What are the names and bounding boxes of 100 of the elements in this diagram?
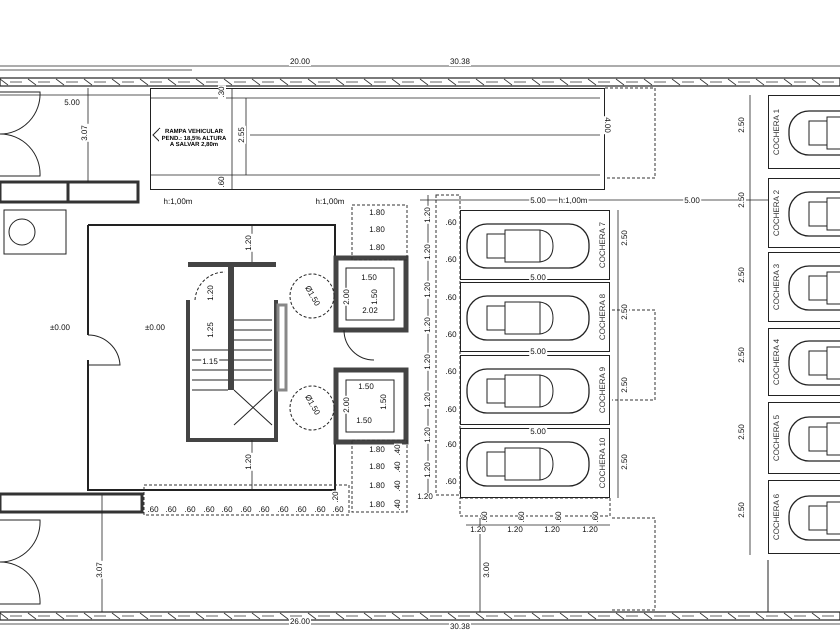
dimension-label: 1.50 xyxy=(360,274,378,282)
stall-label: COCHERA 9 xyxy=(598,366,607,414)
dimension-label: .60 xyxy=(146,506,160,514)
dimension-label: .60 xyxy=(183,506,197,514)
dimension-label: 1.20 xyxy=(245,234,253,252)
dimension-label: .40 xyxy=(394,460,402,474)
dimension-label: .60 xyxy=(218,175,226,189)
dimension-label: h:1,00m xyxy=(314,198,346,206)
dimension-label: 1.15 xyxy=(201,358,219,366)
dimension-label: 1.80 xyxy=(368,463,386,471)
dimension-label: ±0.00 xyxy=(144,324,166,332)
dimension-label: 5.00 xyxy=(529,274,547,282)
dimension-label: .60 xyxy=(444,478,458,486)
dimension-label: .60 xyxy=(444,368,458,376)
dimension-label: 5.00 xyxy=(529,428,547,436)
dimension-label: 1.20 xyxy=(424,426,432,444)
dimension-label: 2.50 xyxy=(738,501,746,519)
dimension-label: 2.50 xyxy=(621,453,629,471)
dimension-label: h:1,00m xyxy=(558,197,588,205)
stall-label: COCHERA 5 xyxy=(772,414,781,462)
dimension-label: 2.50 xyxy=(738,423,746,441)
dimension-label: .60 xyxy=(164,506,178,514)
dimension-label: 5.00 xyxy=(529,197,547,205)
dimension-label: 1.50 xyxy=(357,383,375,391)
parking-stall xyxy=(768,328,840,396)
dimension-label: 2.00 xyxy=(343,396,351,414)
dimension-label: 2.50 xyxy=(621,229,629,247)
dimension-label: 2.50 xyxy=(738,116,746,134)
dimension-label: 1.20 xyxy=(416,493,434,501)
dimension-label: .40 xyxy=(394,498,402,512)
dimension-label: 1.20 xyxy=(543,526,561,534)
parking-stall xyxy=(460,210,610,280)
dimension-label: .60 xyxy=(220,506,234,514)
stall-label: COCHERA 3 xyxy=(772,264,781,310)
dimension-label: 3.07 xyxy=(96,561,104,579)
dimension-label: 5.00 xyxy=(529,348,547,356)
dimension-label: 1.80 xyxy=(368,209,386,217)
dimension-label: 1.20 xyxy=(424,281,432,299)
parking-stall xyxy=(768,178,840,248)
parking-stall xyxy=(768,480,840,554)
parking-stall xyxy=(460,355,610,425)
parking-stall xyxy=(768,95,840,169)
dimension-label: 2.02 xyxy=(361,307,379,315)
dimension-label: .60 xyxy=(294,506,308,514)
dimension-label: .60 xyxy=(481,510,489,524)
dimension-label: 1.80 xyxy=(368,482,386,490)
parking-stall xyxy=(460,428,610,498)
dimension-label: 1.80 xyxy=(368,226,386,234)
dimension-label: .60 xyxy=(444,331,458,339)
stall-label: COCHERA 6 xyxy=(772,494,781,540)
dimension-label: 2.50 xyxy=(738,346,746,364)
dimension-label: 26.00 xyxy=(288,618,312,626)
dimension-label: ±0.00 xyxy=(49,324,71,332)
parking-stall xyxy=(768,252,840,322)
dimension-label: 2.50 xyxy=(621,303,629,321)
dimension-label: .60 xyxy=(518,510,526,524)
dimension-label: 1.80 xyxy=(368,446,386,454)
dimension-label: 1.20 xyxy=(424,316,432,334)
dimension-label: 5.00 xyxy=(63,99,81,107)
dimension-label: 3.07 xyxy=(81,124,89,142)
dimension-label: 1.20 xyxy=(506,526,524,534)
parking-stall xyxy=(768,402,840,474)
dimension-label: .60 xyxy=(444,219,458,227)
dimension-label: .60 xyxy=(444,294,458,302)
dimension-label: 1.25 xyxy=(207,321,215,339)
stall-label: COCHERA 1 xyxy=(772,108,781,156)
dimension-label: .60 xyxy=(444,441,458,449)
dimension-label: .60 xyxy=(444,256,458,264)
dimension-label: .60 xyxy=(276,506,290,514)
stall-label: COCHERA 2 xyxy=(772,190,781,236)
dimension-label: 30.38 xyxy=(448,58,472,66)
dimension-label: 20.00 xyxy=(288,58,312,66)
dimension-label: 1.20 xyxy=(424,391,432,409)
dimension-label: .40 xyxy=(394,443,402,457)
dimension-label: 1.20 xyxy=(424,353,432,371)
dimension-label: .60 xyxy=(257,506,271,514)
dimension-label: 1.50 xyxy=(371,288,379,306)
dimension-label: 2.50 xyxy=(738,191,746,209)
dimension-label: 1.20 xyxy=(581,526,599,534)
dimension-label: 1.50 xyxy=(380,393,388,411)
dimension-label: 30.38 xyxy=(448,623,472,630)
dimension-label: .60 xyxy=(592,510,600,524)
dimension-label: 1.80 xyxy=(368,244,386,252)
dimension-label: .60 xyxy=(444,406,458,414)
dimension-label: 2.55 xyxy=(238,126,246,144)
dimension-label: .30 xyxy=(218,85,226,99)
dimension-label: 5.00 xyxy=(683,197,701,205)
dimension-label: .60 xyxy=(313,506,327,514)
dimension-label: 1.20 xyxy=(424,243,432,261)
dimension-label: 2.00 xyxy=(343,288,351,306)
dimension-label: h:1,00m xyxy=(162,198,194,206)
dimension-label: 3.00 xyxy=(483,561,491,579)
dimension-label: 2.50 xyxy=(621,376,629,394)
dimension-label: 1.20 xyxy=(469,526,487,534)
dimension-label: 2.50 xyxy=(738,266,746,284)
dimension-label: .60 xyxy=(239,506,253,514)
stall-label: COCHERA 10 xyxy=(598,438,607,488)
dimension-label: 1.20 xyxy=(207,284,215,302)
dimension-label: 1.80 xyxy=(368,501,386,509)
dimension-label: .60 xyxy=(202,506,216,514)
